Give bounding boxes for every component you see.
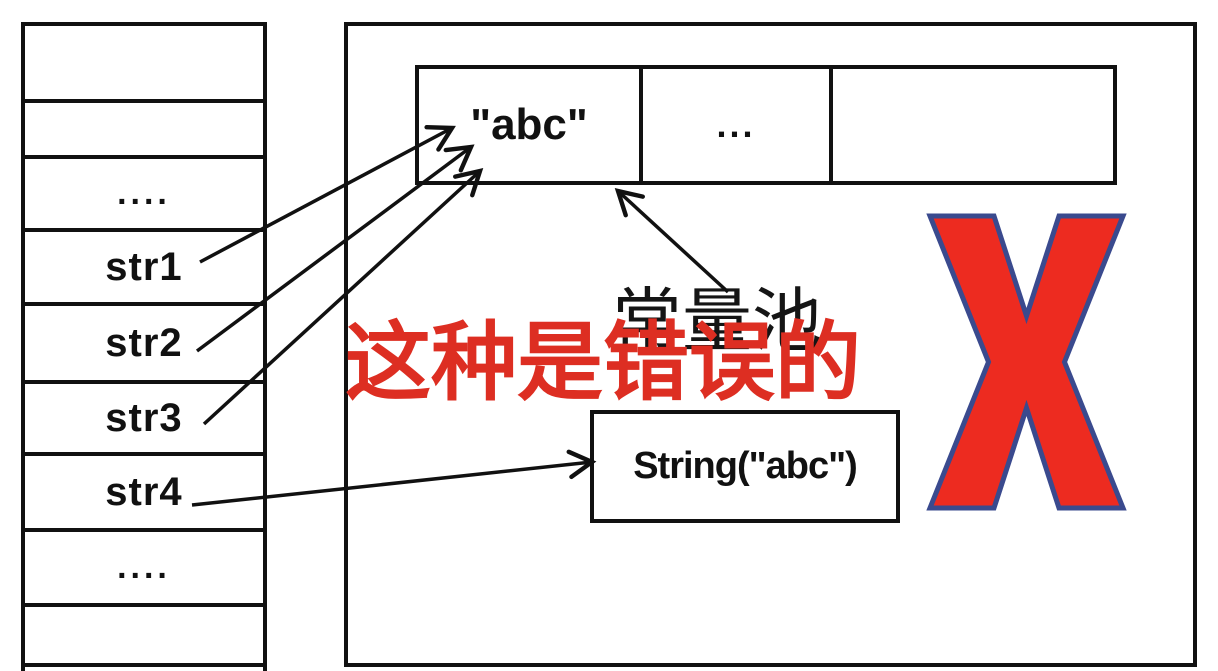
stack-cell-empty [25,667,263,671]
stack-cell-str3: str3 [25,384,263,456]
stack-cell-ellipsis: .... [25,532,263,607]
stack-cell-ellipsis: .... [25,159,263,232]
stack-cell-str4: str4 [25,456,263,532]
error-note-text: 这种是错误的 [345,315,861,411]
pool-cell-ellipsis: ... [643,69,833,181]
stack-frame: .... str1 str2 str3 str4 .... [21,22,267,671]
pool-cell-abc: "abc" [419,69,643,181]
constant-pool-row: "abc" ... [415,65,1117,185]
string-object-box: String("abc") [590,410,900,523]
stack-cell-empty [25,26,263,103]
constant-pool-label: 常量池 [612,280,822,362]
stack-cell-str1: str1 [25,232,263,306]
stack-cell-empty [25,607,263,667]
stack-cell-empty [25,103,263,159]
stack-cell-str2: str2 [25,306,263,384]
pool-cell-empty [833,69,1113,181]
